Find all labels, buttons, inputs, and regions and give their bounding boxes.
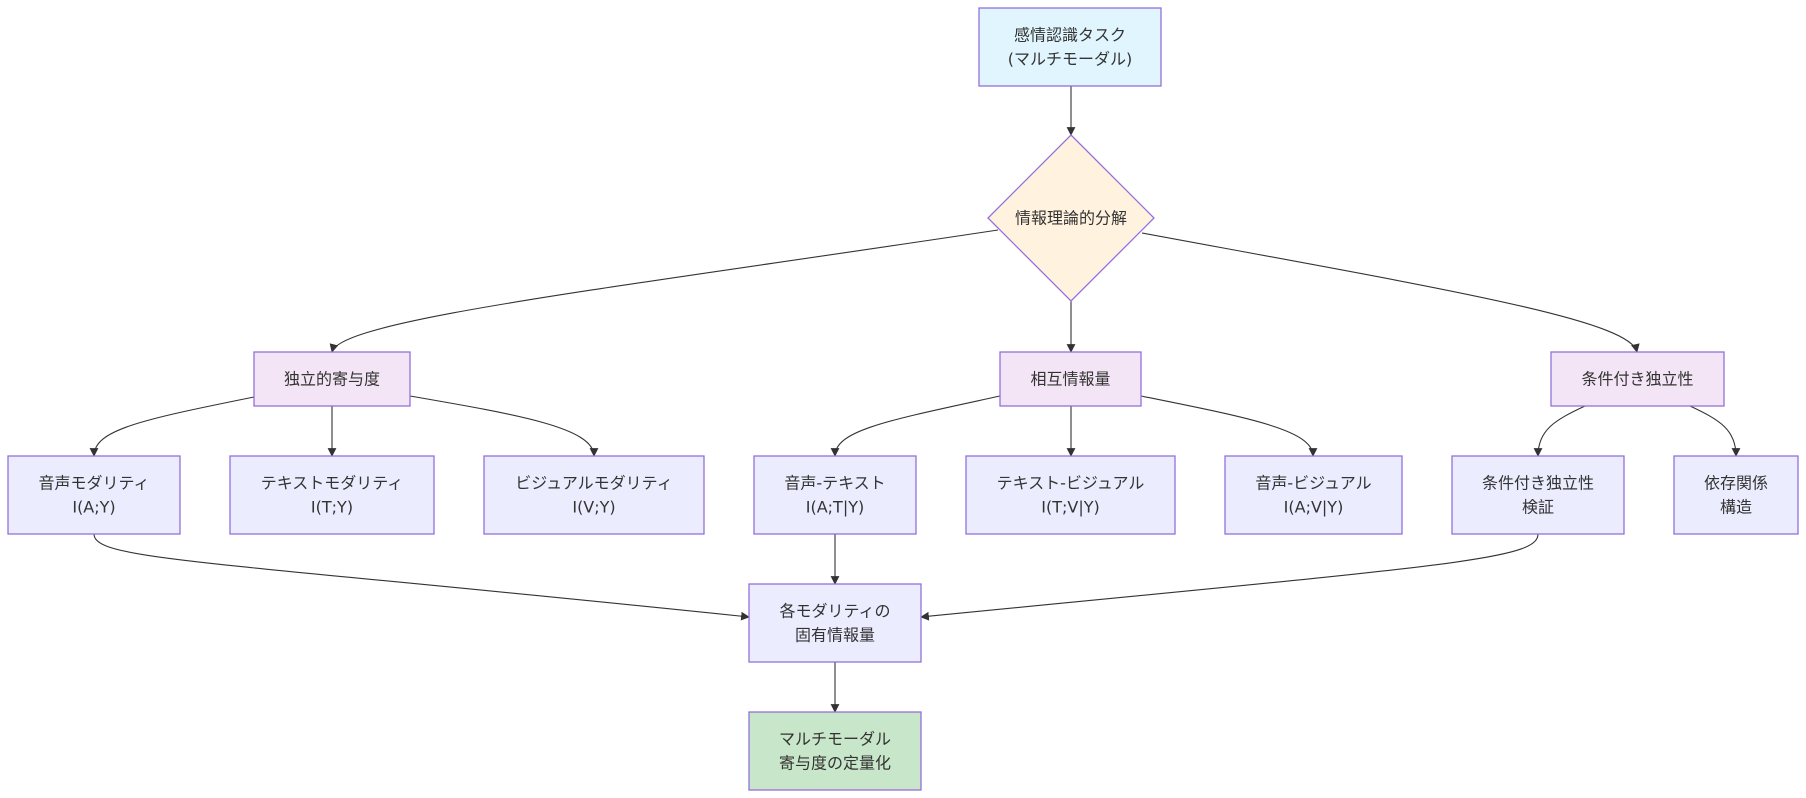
edge-independent-to-audio-modality <box>89 396 255 457</box>
node-label: 独立的寄与度 <box>284 370 380 389</box>
node-label: 情報理論的分解 <box>1015 209 1127 228</box>
node-label: 検証 <box>1522 498 1554 517</box>
node-label: I(T;V|Y) <box>1041 498 1099 517</box>
node-label: 相互情報量 <box>1030 370 1110 389</box>
node-label: 音声モダリティ <box>38 474 149 493</box>
node-decomposition: 情報理論的分解 <box>987 134 1155 302</box>
node-label: 各モダリティの <box>779 602 890 621</box>
node-shape <box>999 351 1142 407</box>
node-mutual: 相互情報量 <box>999 351 1142 407</box>
node-label: 条件付き独立性 <box>1482 474 1594 493</box>
edge-mutual-to-audio-text <box>830 395 1001 457</box>
node-shape <box>1673 455 1799 535</box>
node-shape <box>483 455 705 535</box>
node-label: I(A;Y) <box>72 498 115 517</box>
node-label: I(A;T|Y) <box>806 498 864 517</box>
edge-audio-modality-to-unique-info <box>93 533 750 621</box>
node-text-visual: テキスト-ビジュアル I(T;V|Y) <box>965 455 1176 535</box>
edge-decomposition-to-conditional <box>1141 232 1640 353</box>
node-label: 固有情報量 <box>795 626 875 645</box>
node-audio-modality: 音声モダリティ I(A;Y) <box>7 455 181 535</box>
node-label: 構造 <box>1720 498 1752 517</box>
node-shape <box>965 455 1176 535</box>
edge-conditional-to-ci-test <box>1533 405 1586 457</box>
node-shape <box>748 711 922 791</box>
node-shape <box>753 455 917 535</box>
node-shape <box>7 455 181 535</box>
node-shape <box>1550 351 1725 407</box>
edge-conditional-to-dependency <box>1689 405 1741 457</box>
node-shape <box>229 455 435 535</box>
node-label: 条件付き独立性 <box>1581 370 1693 389</box>
node-shape <box>253 351 411 407</box>
node-label: 音声-ビジュアル <box>1255 474 1371 493</box>
node-label: (マルチモーダル) <box>1008 50 1133 69</box>
node-label: 音声-テキスト <box>784 474 885 493</box>
node-visual-modality: ビジュアルモダリティ I(V;Y) <box>483 455 705 535</box>
node-label: 寄与度の定量化 <box>779 754 891 773</box>
node-task: 感情認識タスク (マルチモーダル) <box>978 7 1162 87</box>
node-label: 感情認識タスク <box>1014 26 1126 45</box>
edge-independent-to-visual-modality <box>409 395 599 457</box>
node-text-modality: テキストモダリティ I(T;Y) <box>229 455 435 535</box>
node-shape <box>1451 455 1625 535</box>
edge-mutual-to-audio-visual <box>1140 395 1318 457</box>
edge-decomposition-to-independent <box>329 229 999 353</box>
edge-ci-test-to-unique-info <box>920 533 1539 621</box>
node-conditional: 条件付き独立性 <box>1550 351 1725 407</box>
node-label: I(A;V|Y) <box>1284 498 1344 517</box>
node-audio-visual: 音声-ビジュアル I(A;V|Y) <box>1224 455 1403 535</box>
node-audio-text: 音声-テキスト I(A;T|Y) <box>753 455 917 535</box>
node-shape <box>1224 455 1403 535</box>
node-label: 依存関係 <box>1704 474 1768 493</box>
node-label: テキスト-ビジュアル <box>997 474 1145 493</box>
node-label: ビジュアルモダリティ <box>515 474 672 493</box>
node-shape <box>987 134 1155 302</box>
node-label: テキストモダリティ <box>261 474 404 493</box>
node-independent: 独立的寄与度 <box>253 351 411 407</box>
node-label: I(V;Y) <box>572 498 615 517</box>
node-shape <box>978 7 1162 87</box>
node-shape <box>748 583 922 663</box>
node-label: I(T;Y) <box>311 498 353 517</box>
node-label: マルチモーダル <box>779 730 891 749</box>
